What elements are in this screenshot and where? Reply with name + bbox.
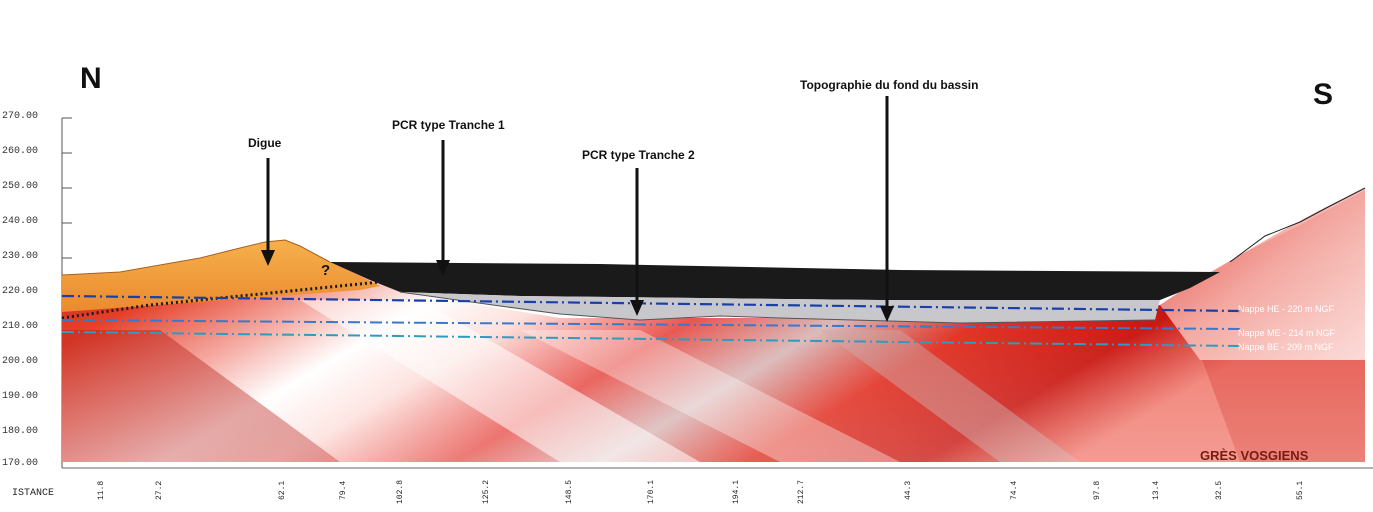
rock-formation-label: GRÈS VOSGIENS	[1200, 448, 1309, 463]
distance-value: 74.4	[1010, 480, 1019, 500]
y-tick-label: 260.00	[2, 146, 39, 157]
y-tick-label: 180.00	[2, 426, 39, 437]
nappe-line-be	[61, 331, 1241, 347]
callout-digue: Digue	[248, 136, 282, 150]
grey-lens	[400, 292, 1160, 323]
dike-crest-outline	[61, 239, 331, 276]
distance-value: 79.4	[339, 480, 348, 500]
distance-value: 55.1	[1296, 480, 1305, 500]
distance-value: 11.8	[97, 480, 106, 500]
distance-value: 97.8	[1093, 480, 1102, 500]
nappe-line-he	[61, 294, 1241, 313]
distance-value: 125.2	[482, 479, 491, 504]
basin-floor-line	[399, 291, 1156, 324]
y-tick-label: 220.00	[2, 286, 39, 297]
y-tick-label: 170.00	[2, 458, 39, 469]
y-tick-label: 210.00	[2, 321, 39, 332]
south-label: S	[1313, 78, 1334, 111]
callout-pcr1: PCR type Tranche 1	[392, 118, 505, 132]
distance-value: 102.8	[396, 479, 405, 504]
arrow-topo	[880, 96, 894, 322]
callout-pcr2: PCR type Tranche 2	[582, 148, 695, 162]
dike-body	[62, 240, 380, 312]
uncertain-mark: ?	[321, 262, 331, 279]
distance-value: 13.4	[1152, 480, 1161, 500]
distance-value: 194.1	[732, 479, 741, 504]
distance-axis-label: ISTANCE	[12, 488, 55, 499]
distance-value: 62.1	[278, 480, 287, 500]
y-tick-label: 240.00	[2, 216, 39, 227]
south-hill	[1160, 188, 1365, 360]
south-hill-outline	[1229, 187, 1366, 263]
arrow-pcr2	[630, 168, 644, 316]
nappe-line-me	[61, 319, 1241, 330]
north-label: N	[80, 62, 102, 95]
arrow-digue	[261, 158, 275, 266]
y-tick-label: 230.00	[2, 251, 39, 262]
sediment-layer	[330, 262, 1220, 300]
distance-value: 44.3	[904, 480, 913, 500]
y-tick-label: 200.00	[2, 356, 39, 367]
callout-topography: Topographie du fond du bassin	[800, 78, 979, 92]
distance-value: 32.5	[1215, 480, 1224, 500]
bedrock-fade	[62, 300, 1365, 462]
distance-axis-band	[62, 468, 1373, 512]
distance-value: 212.7	[797, 479, 806, 504]
y-tick-label: 250.00	[2, 181, 39, 192]
distance-value: 170.1	[647, 479, 656, 504]
distance-value: 148.5	[565, 479, 574, 504]
arrow-pcr1	[436, 140, 450, 276]
nappe-label-be: Nappe BE - 209 m NGF	[1238, 342, 1334, 352]
y-tick-label: 270.00	[2, 111, 39, 122]
dike-base-dotted	[61, 280, 381, 320]
nappe-label-he: Nappe HE - 220 m NGF	[1238, 304, 1335, 314]
nappe-label-me: Nappe ME - 214 m NGF	[1238, 328, 1336, 338]
distance-value: 27.2	[155, 480, 164, 500]
y-tick-label: 190.00	[2, 391, 39, 402]
